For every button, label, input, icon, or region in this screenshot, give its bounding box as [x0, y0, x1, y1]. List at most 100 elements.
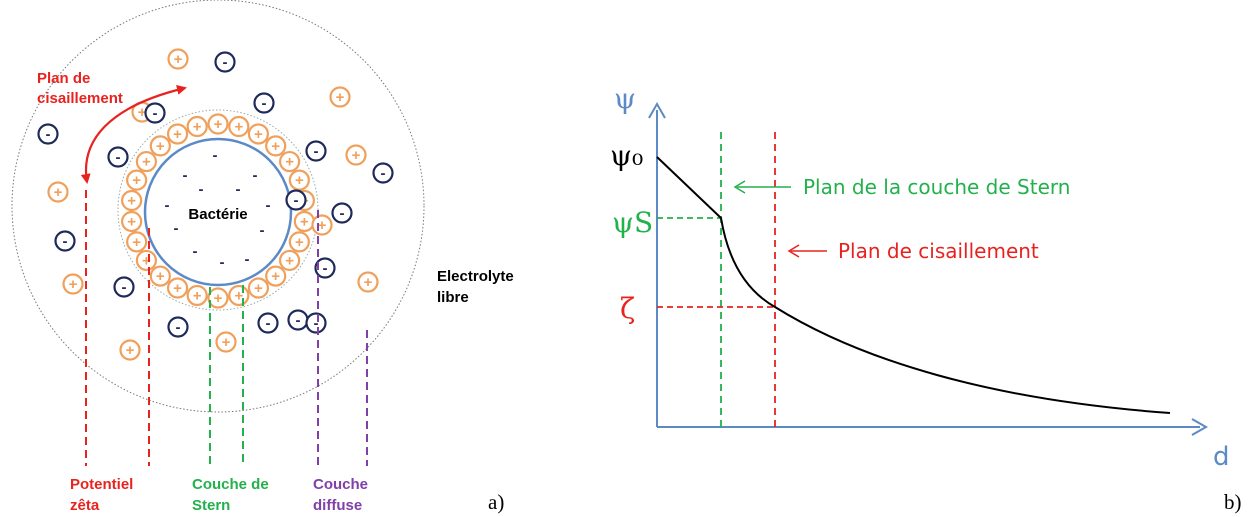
svg-text:-: -	[381, 165, 386, 182]
surface-minus-charge: -	[220, 254, 225, 271]
svg-text:-: -	[223, 54, 228, 71]
svg-text:+: +	[173, 126, 182, 143]
diffuse-anion: -	[372, 162, 394, 184]
svg-text:+: +	[214, 116, 223, 133]
stern-cation: +	[126, 231, 148, 253]
svg-text:+: +	[132, 172, 141, 189]
svg-text:-: -	[153, 105, 158, 122]
svg-text:+: +	[318, 217, 327, 234]
diffuse-cation: +	[329, 86, 351, 108]
y-axis-label: ψ	[614, 82, 636, 115]
electrolyte-label-line1: Electrolyte	[437, 268, 514, 285]
surface-minus-charge: -	[199, 181, 204, 198]
shear-pointer-head	[787, 244, 800, 258]
stern-label-line2: Stern	[192, 497, 230, 514]
svg-text:+: +	[174, 51, 183, 68]
svg-text:+: +	[222, 334, 231, 351]
diffuse-anion: -	[167, 316, 189, 338]
diffuse-anion: -	[305, 140, 327, 162]
surface-minus-charge: -	[260, 222, 265, 239]
diffuse-cation: +	[345, 144, 367, 166]
stern-cation: +	[135, 150, 158, 173]
panel-b-letter: b)	[1224, 490, 1242, 514]
stern-cation: +	[293, 210, 315, 233]
stern-cation: +	[126, 169, 148, 191]
surface-minus-charge: -	[193, 243, 198, 260]
surface-minus-charge: -	[213, 147, 218, 164]
stern-cation: +	[207, 287, 229, 309]
svg-text:+: +	[156, 138, 165, 155]
diffuse-anion: -	[331, 202, 353, 224]
svg-text:-: -	[314, 143, 319, 160]
stern-cation: +	[288, 169, 310, 191]
stern-cation: +	[228, 115, 250, 138]
svg-text:+: +	[234, 119, 243, 136]
panel-a-letter: a)	[488, 490, 504, 514]
zeta-label-line2: zêta	[70, 497, 100, 514]
svg-text:+: +	[285, 154, 294, 171]
diffuse-boundary-circle	[11, 0, 425, 413]
svg-text:+: +	[214, 290, 223, 307]
surface-minus-charge: -	[245, 251, 250, 268]
diffuse-anion: -	[37, 123, 59, 145]
svg-text:+: +	[54, 184, 63, 201]
stern-cation: +	[288, 231, 310, 253]
surface-minus-charge: -	[253, 167, 258, 184]
svg-text:-: -	[340, 205, 345, 222]
svg-text:+: +	[336, 89, 345, 106]
stern-cation: +	[247, 277, 270, 299]
stern-cation: +	[121, 210, 143, 233]
svg-text:+: +	[193, 119, 202, 136]
svg-text:+: +	[142, 252, 151, 269]
shear-label-line1: Plan de	[37, 70, 90, 87]
svg-text:+: +	[364, 274, 373, 291]
diffuse-cation: +	[62, 273, 84, 295]
diffuse-anion: -	[113, 276, 135, 298]
svg-text:-: -	[296, 312, 301, 329]
stern-cation: +	[166, 277, 189, 299]
stern-cation: +	[166, 123, 189, 145]
diffuse-cation: +	[119, 339, 141, 361]
svg-text:-: -	[176, 319, 181, 336]
svg-text:+: +	[126, 342, 135, 359]
shear-plane-label: Plan de cisaillement	[838, 239, 1039, 263]
surface-minus-charge: -	[174, 220, 179, 237]
svg-text:-: -	[122, 279, 127, 296]
zeta-label-line1: Potentiel	[70, 476, 133, 493]
svg-text:-: -	[323, 260, 328, 277]
svg-text:-: -	[294, 192, 299, 209]
svg-text:-: -	[314, 315, 319, 332]
svg-text:+: +	[173, 280, 182, 297]
svg-text:+: +	[69, 276, 78, 293]
stern-cation: +	[265, 265, 287, 287]
svg-text:+: +	[132, 234, 141, 251]
panel-b-plot: ψ d ψ₀ ψS ζ Plan de la couche de Stern P…	[610, 82, 1242, 514]
x-axis-arrowhead	[1191, 418, 1209, 436]
svg-text:+: +	[295, 234, 304, 251]
diffuse-anion: -	[287, 309, 309, 331]
stern-cation: +	[121, 189, 143, 212]
surface-minus-charge: -	[266, 197, 271, 214]
stern-cation: +	[265, 135, 287, 157]
shear-plane-arrow	[80, 85, 187, 184]
svg-text:-: -	[266, 315, 271, 332]
stern-cation: +	[278, 150, 301, 173]
diffuse-label-line2: diffuse	[313, 497, 362, 514]
svg-text:+: +	[285, 252, 294, 269]
svg-text:+: +	[271, 138, 280, 155]
diffuse-cation: +	[215, 331, 237, 353]
svg-text:-: -	[46, 126, 51, 143]
surface-minus-charge: -	[165, 197, 170, 214]
shear-label-line2: cisaillement	[37, 90, 123, 107]
diffuse-anion: -	[54, 230, 76, 252]
diffuse-cation: +	[311, 214, 333, 236]
stern-cation: +	[149, 265, 171, 287]
stern-plane-label: Plan de la couche de Stern	[803, 175, 1070, 199]
diffuse-anion: -	[314, 257, 336, 279]
stern-label-line1: Couche de	[192, 476, 269, 493]
potential-curve	[656, 156, 1171, 414]
diffuse-anion: -	[144, 102, 166, 124]
stern-cation: +	[247, 123, 270, 145]
diffuse-anion: -	[107, 146, 129, 168]
